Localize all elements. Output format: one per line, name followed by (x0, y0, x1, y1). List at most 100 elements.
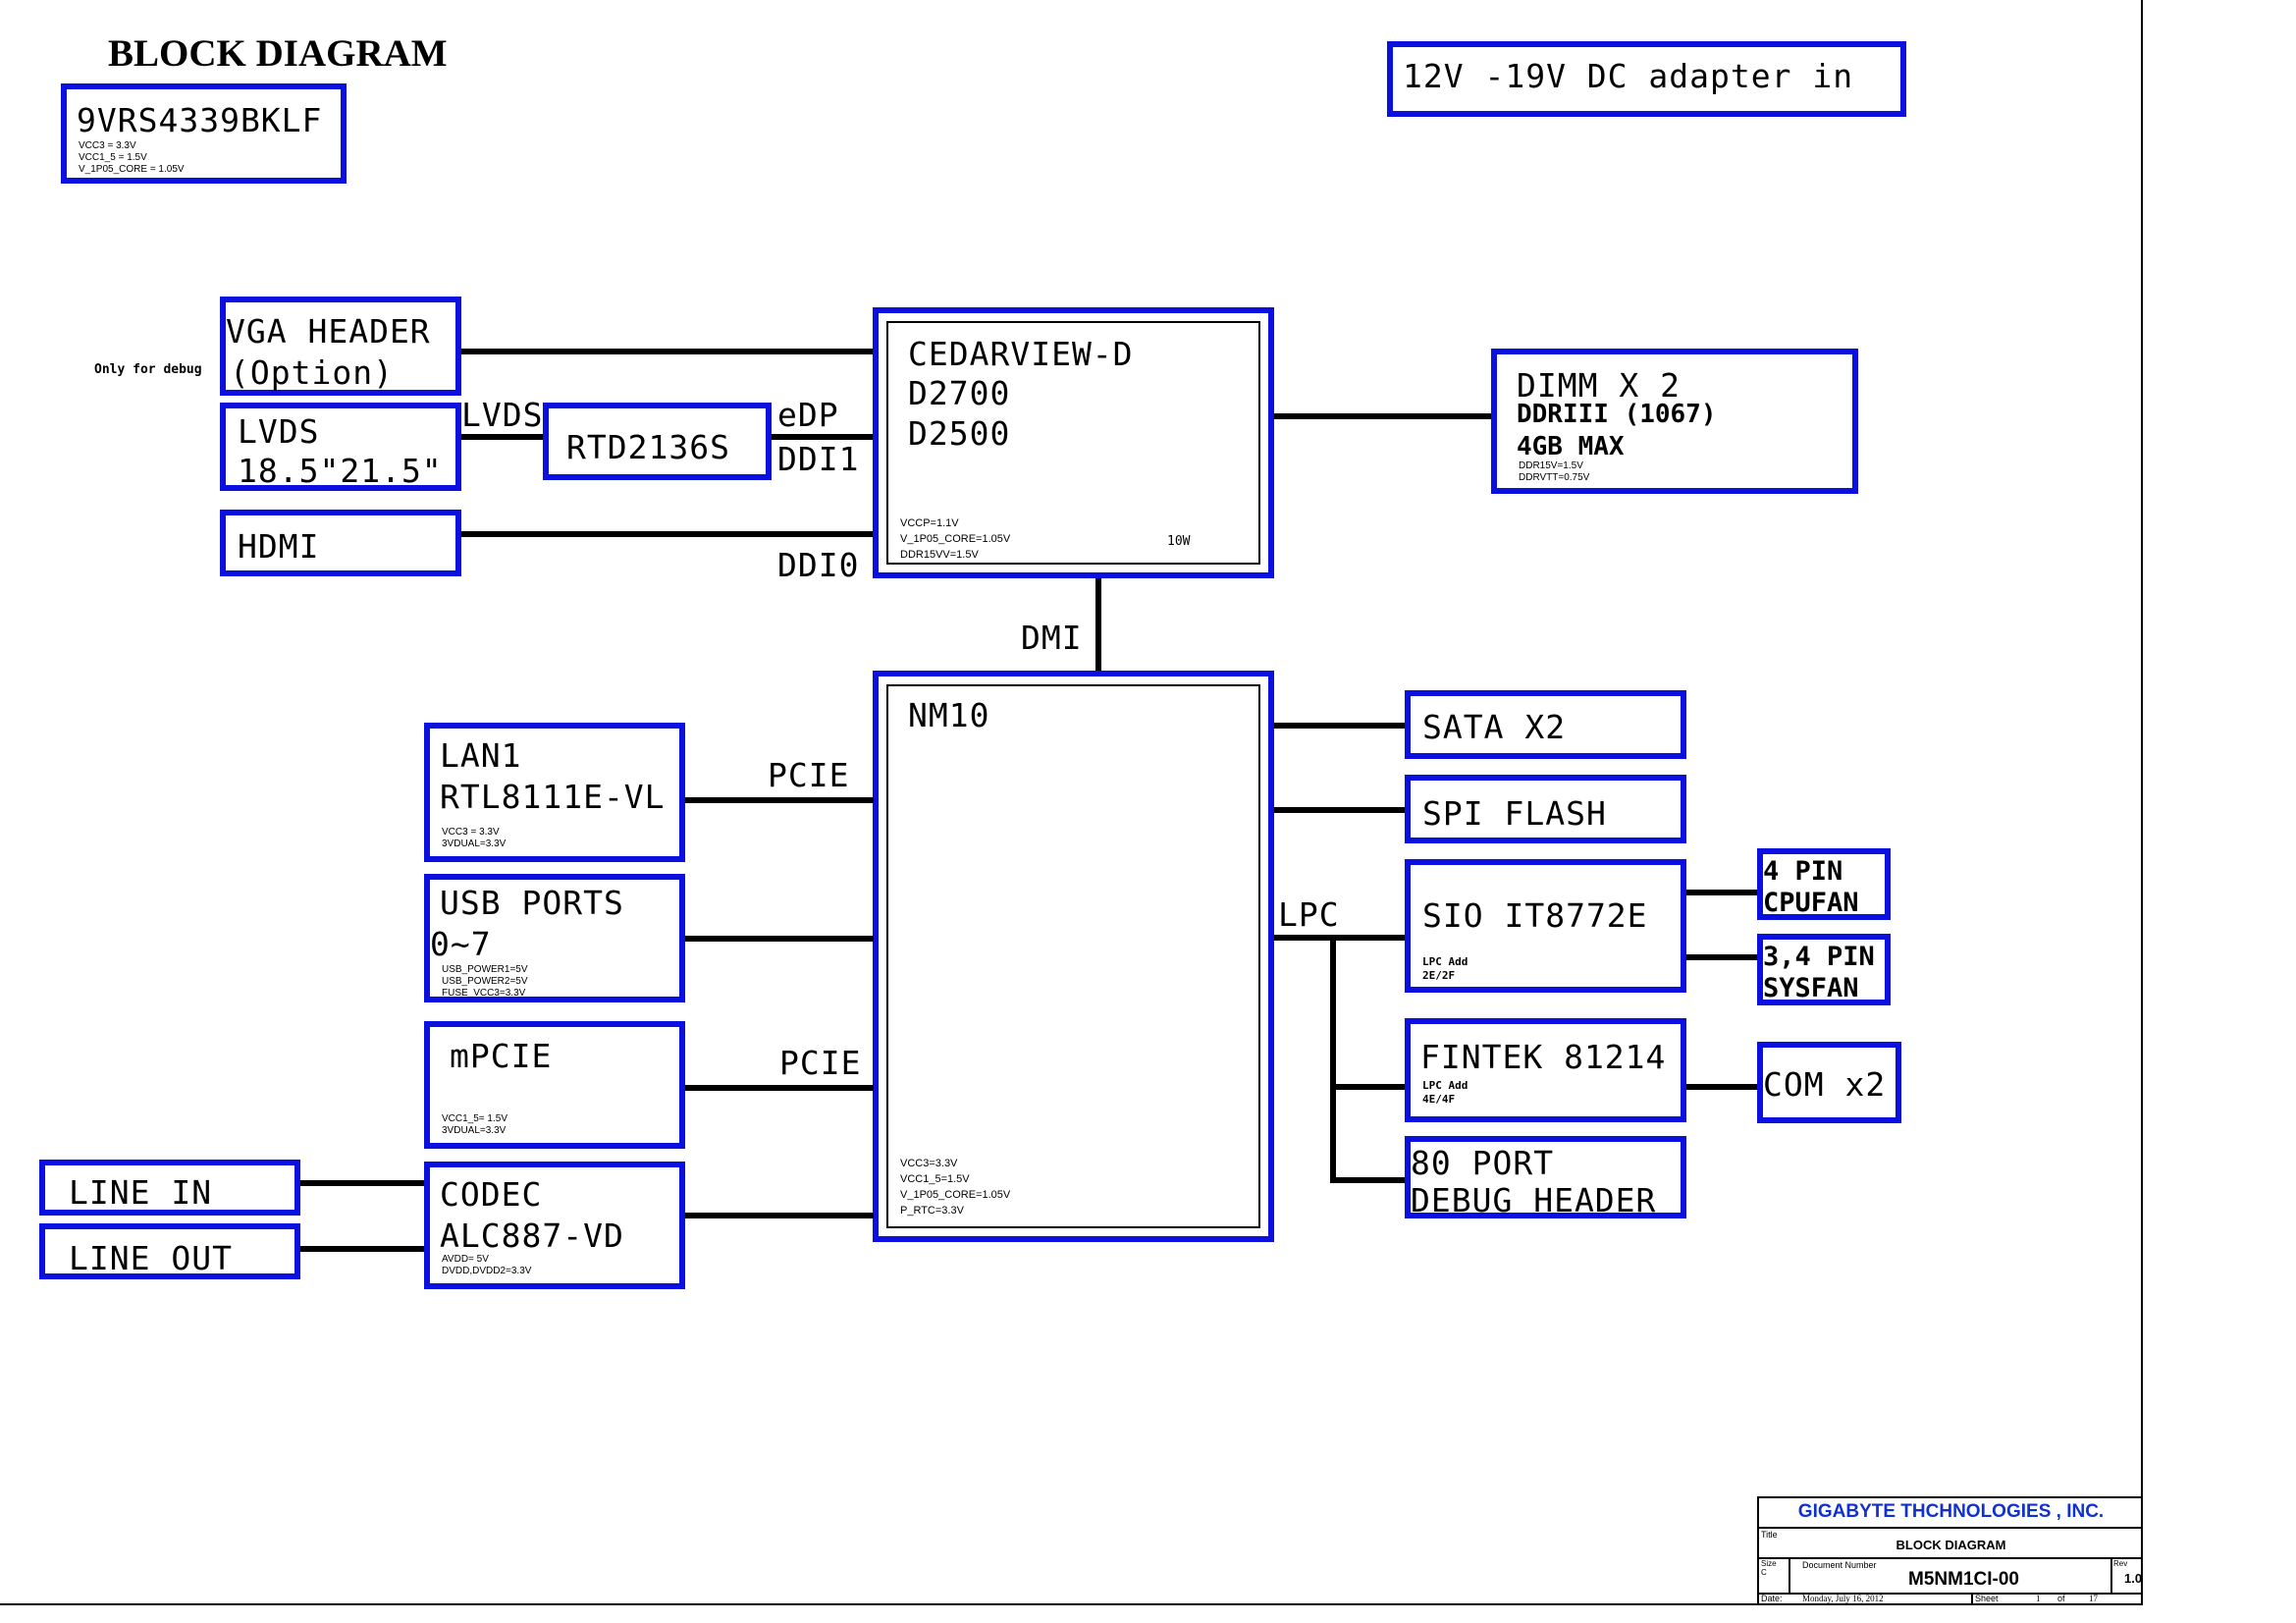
codec-note: AVDD= 5V (442, 1254, 489, 1265)
date-field-label: Date: (1761, 1594, 1783, 1603)
clock-note: V_1P05_CORE = 1.05V (79, 164, 185, 175)
codec-connector-line (685, 1213, 874, 1218)
fintek-note: 4E/4F (1422, 1093, 1456, 1106)
title-block-rule (1759, 1593, 2143, 1595)
mpcie-note: VCC1_5= 1.5V (442, 1113, 507, 1124)
dmi-label: DMI (1021, 619, 1083, 657)
cpu-power-label: 10W (1167, 534, 1191, 549)
nm10-notes: VCC3=3.3V VCC1_5=1.5V V_1P05_CORE=1.05V … (900, 1156, 1010, 1218)
adapter-box: 12V -19V DC adapter in (1387, 41, 1906, 117)
clock-chip-box: 9VRS4339BKLF VCC3 = 3.3V VCC1_5 = 1.5V V… (61, 83, 347, 184)
lvds-panel-label-1: LVDS (238, 412, 320, 451)
sysfan-box: 3,4 PIN SYSFAN (1757, 934, 1891, 1005)
cpu-notes: VCCP=1.1V V_1P05_CORE=1.05V DDR15VV=1.5V (900, 515, 1010, 563)
cpu-note: V_1P05_CORE=1.05V (900, 533, 1011, 545)
vga-header-label-1: VGA HEADER (226, 312, 431, 351)
cpu-box: CEDARVIEW-D D2700 D2500 VCCP=1.1V V_1P05… (873, 307, 1274, 578)
lan-box: LAN1 RTL8111E-VL VCC3 = 3.3V 3VDUAL=3.3V (424, 723, 685, 862)
com-connector-line (1686, 1084, 1761, 1090)
clock-note: VCC1_5 = 1.5V (79, 152, 147, 163)
vga-connector-line (461, 349, 876, 354)
sio-note: 2E/2F (1422, 969, 1456, 982)
lan-label-2: RTL8111E-VL (440, 778, 666, 816)
clock-chip-label: 9VRS4339BKLF (77, 101, 323, 139)
usb-note: USB_POWER1=5V (442, 964, 528, 975)
sheet-frame (0, 0, 2143, 1605)
cpufan-label-2: CPUFAN (1763, 888, 1859, 918)
sysfan-connector-line (1686, 954, 1761, 960)
date-field-value: Monday, July 16, 2012 (1802, 1594, 1884, 1603)
mpcie-box: mPCIE VCC1_5= 1.5V 3VDUAL=3.3V (424, 1021, 685, 1149)
cpu-label-2: D2700 (908, 374, 1011, 412)
fintek-note: LPC Add (1422, 1079, 1468, 1092)
title-block-rule (1759, 1557, 2143, 1559)
hdmi-box: HDMI (220, 510, 461, 576)
rev-field-label: Rev (2113, 1559, 2128, 1568)
rtd2136s-box: RTD2136S (543, 403, 772, 480)
codec-label-2: ALC887-VD (440, 1217, 624, 1255)
lan-note: 3VDUAL=3.3V (442, 839, 507, 849)
sio-note: LPC Add (1422, 955, 1468, 968)
mpcie-notes: VCC1_5= 1.5V 3VDUAL=3.3V (442, 1113, 507, 1137)
title-block-divider (1971, 1593, 1973, 1605)
size-value: C (1761, 1568, 1767, 1577)
page-title: BLOCK DIAGRAM (108, 32, 448, 75)
title-block: GIGABYTE THCHNOLOGIES , INC. Title BLOCK… (1757, 1496, 2143, 1605)
cpu-label-1: CEDARVIEW-D (908, 335, 1134, 373)
sata-connector-line (1274, 723, 1412, 729)
codec-box: CODEC ALC887-VD AVDD= 5V DVDD,DVDD2=3.3V (424, 1162, 685, 1289)
port80-connector-line (1330, 1177, 1412, 1183)
docnum-field-value: M5NM1CI-00 (1908, 1569, 2019, 1590)
title-block-divider (2110, 1557, 2112, 1593)
line-in-box: LINE IN (39, 1160, 300, 1216)
mpcie-pcie-label: PCIE (779, 1044, 862, 1082)
spi-flash-label: SPI FLASH (1422, 794, 1607, 833)
lvds-panel-box: LVDS 18.5"21.5" (220, 403, 461, 491)
company-name: GIGABYTE THCHNOLOGIES , INC. (1797, 1501, 2105, 1522)
lan-label-1: LAN1 (440, 736, 522, 775)
lpc-label: LPC (1278, 895, 1340, 934)
lpc-vertical-line (1330, 935, 1336, 1183)
lan-pcie-line (685, 797, 874, 803)
usb-box: USB PORTS 0~7 USB_POWER1=5V USB_POWER2=5… (424, 874, 685, 1002)
port80-box: 80 PORT DEBUG HEADER (1405, 1136, 1686, 1219)
sysfan-label-1: 3,4 PIN (1763, 942, 1875, 972)
sio-notes: LPC Add 2E/2F (1422, 955, 1468, 983)
fintek-connector-line (1330, 1084, 1412, 1090)
lvds-bus-label: LVDS (461, 396, 544, 434)
sysfan-label-2: SYSFAN (1763, 973, 1859, 1003)
usb-label-1: USB PORTS (440, 884, 624, 922)
line-out-box: LINE OUT (39, 1223, 300, 1279)
codec-note: DVDD,DVDD2=3.3V (442, 1266, 532, 1276)
docnum-field-label: Document Number (1802, 1560, 1877, 1570)
port80-label-1: 80 PORT (1411, 1144, 1555, 1182)
line-in-connector-line (300, 1180, 426, 1186)
usb-label-2: 0~7 (430, 925, 492, 963)
vga-header-label-2: (Option) (230, 353, 394, 392)
title-field-label: Title (1761, 1530, 1778, 1540)
nm10-note: P_RTC=3.3V (900, 1205, 964, 1217)
nm10-note: VCC1_5=1.5V (900, 1173, 970, 1185)
clock-note: VCC3 = 3.3V (79, 140, 136, 151)
title-block-divider (1789, 1557, 1790, 1593)
hdmi-connector-line (461, 531, 876, 537)
sheet-field-label: Sheet (1975, 1594, 1999, 1603)
sio-label: SIO IT8772E (1422, 896, 1648, 935)
rev-field-value: 1.0 (2124, 1571, 2143, 1586)
nm10-note: VCC3=3.3V (900, 1158, 958, 1169)
com-box: COM x2 (1757, 1042, 1901, 1123)
dimm-note: DDR15V=1.5V (1519, 460, 1583, 471)
dimm-label-3: 4GB MAX (1517, 432, 1625, 461)
port80-label-2: DEBUG HEADER (1411, 1181, 1657, 1219)
usb-notes: USB_POWER1=5V USB_POWER2=5V FUSE_VCC3=3.… (442, 964, 528, 1000)
mpcie-note: 3VDUAL=3.3V (442, 1125, 507, 1136)
title-block-rule (1759, 1527, 2143, 1529)
dmi-connector-line (1095, 578, 1101, 673)
usb-connector-line (685, 936, 874, 942)
usb-note: USB_POWER2=5V (442, 976, 528, 987)
dimm-label-1: DIMM X 2 (1517, 366, 1681, 405)
rtd2136s-label: RTD2136S (566, 428, 730, 466)
debug-note: Only for debug (94, 362, 202, 377)
line-out-label: LINE OUT (69, 1239, 233, 1277)
